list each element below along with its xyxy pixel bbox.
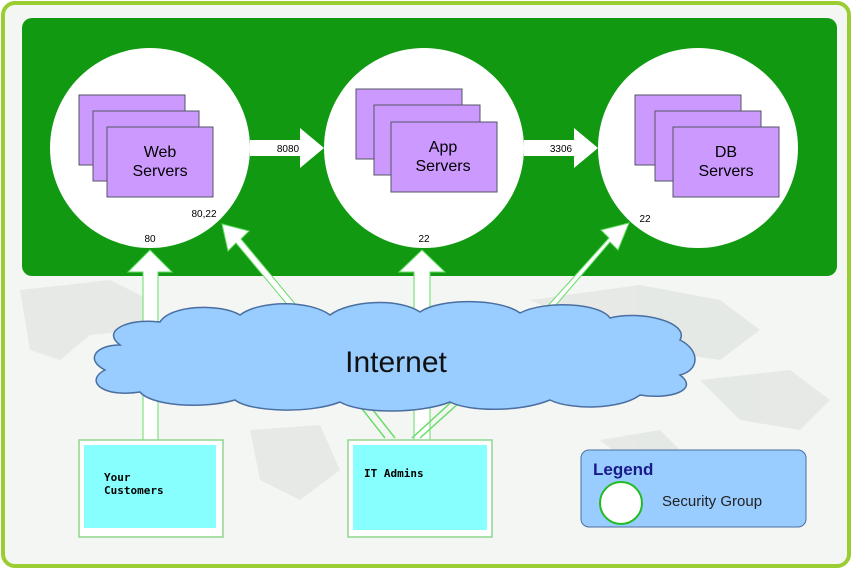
app-port-bottom: 22 [418,234,430,245]
app-servers-label-line1: App [429,139,458,156]
customers-box: Your Customers [78,439,224,538]
arrow-web-to-app [250,128,324,168]
app-servers-label-line2: Servers [415,158,470,175]
server-stack-app [355,88,498,193]
web-port-right: 80,22 [191,209,216,220]
db-servers-label-line1: DB [715,144,737,161]
web-servers-label-line1: Web [144,144,177,161]
server-stack-web [78,94,214,198]
internet-label: Internet [345,346,447,379]
security-group-app: App Servers 22 [324,48,524,248]
security-group-db: DB Servers 22 [598,48,798,248]
tier-arrows: 8080 3306 [250,128,598,168]
customers-label-line1: Your [104,471,131,484]
circle-icon [599,481,643,525]
arrow-internet-to-db [519,222,630,334]
arrow-internet-to-web [221,223,324,334]
legend-title: Legend [593,460,653,479]
db-servers-label-line2: Servers [698,163,753,180]
customers-label-line2: Customers [104,484,164,497]
legend: Legend Security Group [580,449,807,528]
port-label-3306: 3306 [550,144,573,155]
server-stack-db [634,94,780,198]
web-port-bottom: 80 [144,234,156,245]
db-port-bottom: 22 [639,214,651,225]
web-servers-label-line2: Servers [132,163,187,180]
arrow-app-to-db [524,128,598,168]
internet-cloud: Internet [93,300,696,412]
port-label-8080: 8080 [277,144,300,155]
legend-item-label: Security Group [662,493,762,510]
admins-label: IT Admins [364,467,424,480]
security-group-web: Web Servers 80 80,22 [50,48,250,248]
admins-box: IT Admins [347,439,493,538]
